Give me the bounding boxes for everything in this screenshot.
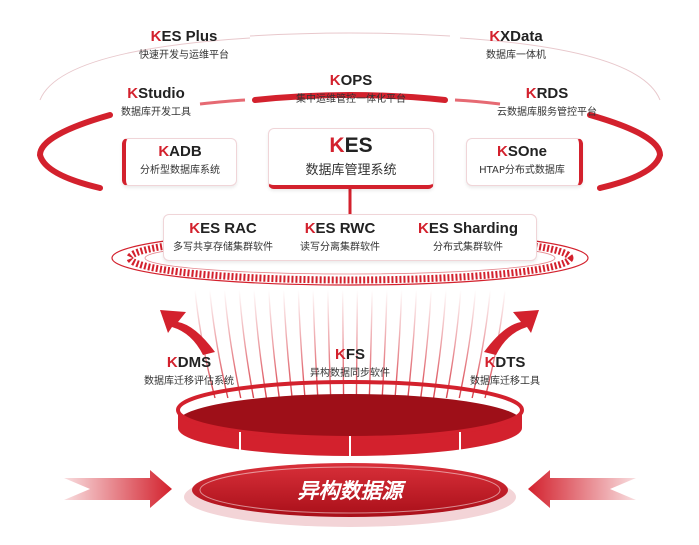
source-oval <box>192 463 508 517</box>
sync-ray <box>420 289 432 399</box>
sync-ray <box>355 289 359 399</box>
right-up-arrow <box>484 310 539 355</box>
sync-ray <box>381 289 388 399</box>
kfs-label[interactable]: KFS 异构数据同步软件 <box>310 346 390 379</box>
sync-ray <box>341 289 345 399</box>
outer-arc-left <box>39 37 251 101</box>
krds-label[interactable]: KRDS 云数据库服务管控平台 <box>497 85 597 118</box>
left-source-arrow <box>64 470 172 508</box>
kadb-box[interactable] <box>122 138 237 186</box>
sync-ray <box>407 289 418 399</box>
sync-ray <box>432 289 447 399</box>
sync-ray <box>394 289 403 399</box>
cluster-box[interactable] <box>163 214 537 261</box>
kes-plus-label[interactable]: KES Plus 快速开发与运维平台 <box>139 28 229 61</box>
right-source-arrow <box>528 470 636 508</box>
sync-ray <box>253 289 268 399</box>
sync-ray <box>223 289 242 399</box>
ksone-label[interactable]: KSOne HTAP分布式数据库 <box>479 143 565 176</box>
kes-box[interactable] <box>268 128 434 189</box>
sync-ray <box>327 289 332 399</box>
kadb-label[interactable]: KADB 分析型数据库系统 <box>140 143 220 176</box>
sync-ray <box>458 289 477 399</box>
kes-rwc-label[interactable]: KES RWC 读写分离集群软件 <box>300 220 380 253</box>
kxdata-label[interactable]: KXData 数据库一体机 <box>486 28 546 61</box>
sync-ray <box>368 289 373 399</box>
kes-rac-label[interactable]: KES RAC 多写共享存储集群软件 <box>173 220 273 253</box>
sync-ray <box>209 289 229 399</box>
kes-sharding-label[interactable]: KES Sharding 分布式集群软件 <box>417 220 519 253</box>
outer-arc-right <box>459 37 661 101</box>
kops-label[interactable]: KOPS 集中运维管控一体化平台 <box>296 72 406 105</box>
kstudio-label[interactable]: KStudio 数据库开发工具 <box>121 85 191 118</box>
kes-label[interactable]: KES 数据库管理系统 <box>305 134 397 178</box>
sync-ray <box>297 289 306 399</box>
kdms-label[interactable]: KDMS 数据库迁移评估系统 <box>144 354 234 387</box>
sync-ray <box>471 289 491 399</box>
source-cylinder <box>176 380 524 456</box>
left-up-arrow <box>160 310 215 355</box>
kdts-label[interactable]: KDTS 数据库迁移工具 <box>470 354 540 387</box>
sync-ray <box>282 289 293 399</box>
management-ring <box>36 92 664 191</box>
sync-ray <box>238 289 255 399</box>
source-label: 异构数据源 <box>298 479 407 503</box>
sync-ray <box>268 289 280 399</box>
sync-ray <box>445 289 462 399</box>
ksone-box[interactable] <box>466 138 583 186</box>
outer-arc-mid <box>249 32 451 37</box>
sync-ray <box>312 289 319 399</box>
